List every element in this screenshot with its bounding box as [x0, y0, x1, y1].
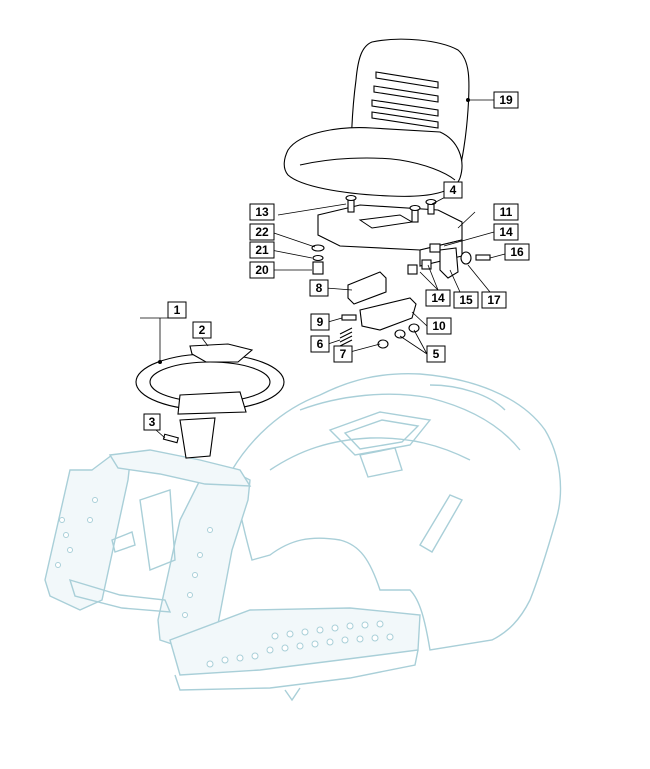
svg-text:7: 7	[340, 347, 347, 361]
svg-text:5: 5	[433, 347, 440, 361]
seat-cushion-seam	[299, 157, 456, 181]
callout-16: 16	[504, 243, 530, 261]
callout-7: 7	[333, 345, 353, 363]
fender-ridge	[269, 437, 471, 471]
seat-pocket	[328, 411, 432, 456]
roll-pin-3	[162, 433, 179, 444]
frame-bracket	[111, 531, 136, 553]
leader-lines	[140, 98, 506, 439]
front-left-frame	[44, 454, 131, 611]
steering-column-housing	[139, 489, 176, 571]
callout-20: 20	[249, 261, 275, 279]
washer-5a	[394, 329, 406, 339]
callout-4: 4	[443, 181, 463, 199]
callout-22: 22	[249, 223, 275, 241]
spring-6	[339, 327, 353, 347]
svg-text:14: 14	[499, 225, 513, 239]
callout-5: 5	[426, 345, 446, 363]
svg-text:22: 22	[255, 225, 269, 239]
dashboard-crossbar	[108, 449, 252, 487]
svg-text:13: 13	[255, 205, 269, 219]
callout-13: 13	[249, 203, 275, 221]
svg-text:17: 17	[487, 293, 501, 307]
callout-1: 1	[167, 301, 187, 319]
washer-21	[312, 254, 324, 262]
svg-text:8: 8	[316, 281, 323, 295]
callout-14a: 14	[493, 223, 519, 241]
callout-19: 19	[493, 91, 519, 109]
callout-2: 2	[192, 321, 212, 339]
seat-pocket-inner	[343, 419, 420, 450]
bolt-16	[475, 254, 491, 261]
seat	[283, 38, 470, 197]
side-vent-slot	[419, 494, 464, 553]
bolt-9	[341, 314, 357, 321]
washer-7	[377, 339, 389, 349]
seat-plate	[317, 204, 463, 251]
washer-5b	[408, 323, 420, 333]
lower-frame-rail	[68, 578, 172, 613]
svg-text:20: 20	[255, 263, 269, 277]
svg-text:9: 9	[317, 315, 324, 329]
bracket-8	[347, 271, 387, 305]
callout-17: 17	[481, 291, 507, 309]
callout-8: 8	[309, 279, 329, 297]
svg-text:10: 10	[432, 319, 446, 333]
nut-14a	[429, 243, 441, 253]
svg-text:16: 16	[510, 245, 524, 259]
callout-14b: 14	[425, 289, 451, 307]
bracket-10	[359, 297, 417, 331]
callout-10: 10	[426, 317, 452, 335]
callout-6: 6	[310, 335, 330, 353]
footboard-holes	[206, 620, 394, 668]
svg-text:3: 3	[149, 415, 156, 429]
callout-11: 11	[493, 203, 519, 221]
steering-cap	[189, 343, 254, 363]
callout-21: 21	[249, 241, 275, 259]
seat-mounting-plate	[311, 194, 491, 349]
svg-text:1: 1	[174, 303, 181, 317]
frame-holes	[55, 497, 213, 618]
footboard-step	[284, 687, 301, 702]
seat-cushion	[283, 127, 463, 197]
svg-text:6: 6	[317, 337, 324, 351]
svg-text:14: 14	[431, 291, 445, 305]
callout-3: 3	[143, 413, 161, 431]
hinge-15	[439, 247, 459, 279]
console-box	[359, 447, 403, 478]
svg-text:2: 2	[199, 323, 206, 337]
steering-assembly	[135, 343, 285, 459]
rear-fender-body	[231, 373, 562, 651]
seat-back-grooves	[371, 71, 439, 129]
tractor-chassis	[44, 373, 562, 702]
washer-22	[311, 244, 325, 252]
footboard-edge	[174, 649, 419, 691]
fender-inner-line	[299, 393, 521, 451]
nut-14b	[407, 264, 418, 275]
svg-text:11: 11	[500, 205, 513, 219]
nut-14c	[421, 259, 432, 270]
callout-9: 9	[310, 313, 330, 331]
svg-text:19: 19	[499, 93, 513, 107]
svg-text:4: 4	[450, 183, 457, 197]
svg-text:15: 15	[459, 293, 473, 307]
steering-wheel-hub	[177, 391, 247, 415]
svg-text:21: 21	[255, 243, 269, 257]
callout-15: 15	[453, 291, 479, 309]
bolt-20	[312, 261, 324, 275]
rear-top-edge	[429, 384, 506, 411]
steering-column	[179, 417, 216, 459]
washer-17	[460, 251, 472, 265]
